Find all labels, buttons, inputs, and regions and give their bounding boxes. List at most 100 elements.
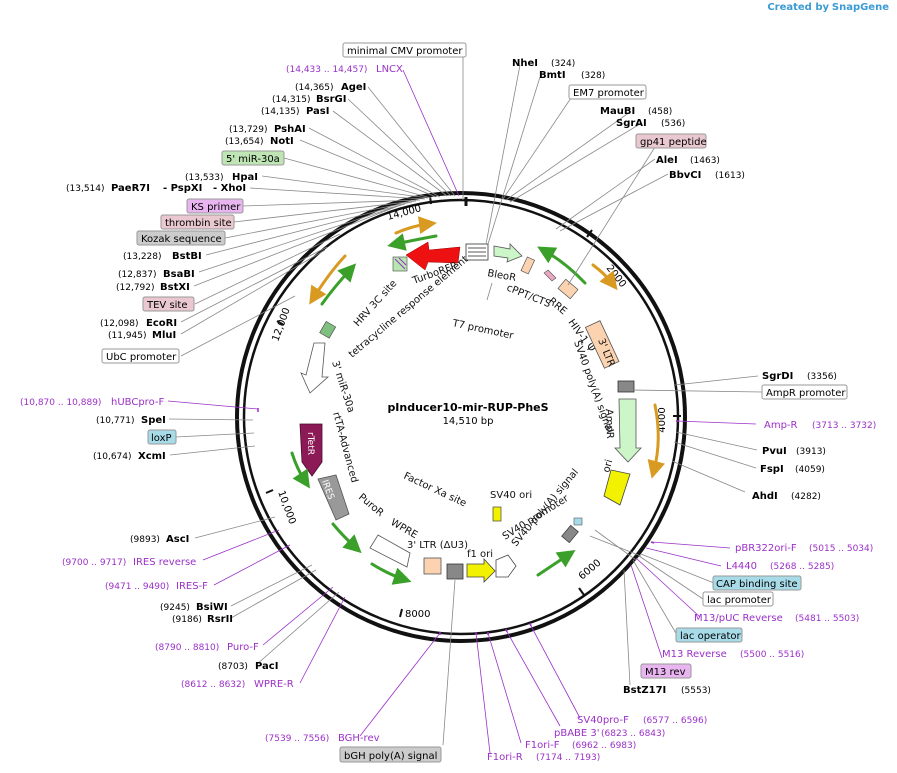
alei-pos: (1463) [690, 156, 720, 166]
f1ori-f-pos: (6962 .. 6983) [572, 741, 636, 751]
xhoi: - XhoI [213, 183, 246, 194]
bsrgi: BsrGI [316, 94, 346, 105]
rre-block [557, 278, 579, 300]
sgrdi: SgrDI [762, 371, 793, 382]
l4440: L4440 [726, 561, 757, 572]
pshai-pos: (13,729) [229, 125, 268, 135]
label-cppt: cPPT/CTS [505, 283, 552, 311]
asci-pos: (9893) [130, 535, 160, 545]
text-kozak: Kozak sequence [141, 234, 222, 245]
box-gp41 [635, 133, 707, 149]
ori-arrow [603, 469, 631, 506]
box-m13rev [640, 663, 692, 679]
text-ks-primer: KS primer [191, 202, 241, 213]
noti: NotI [270, 136, 294, 147]
pvui: PvuI [762, 446, 787, 457]
ruler-8000: 8000 [405, 609, 430, 620]
box-thrombin [160, 214, 235, 230]
text-lac-promoter: lac promoter [707, 595, 772, 606]
ires-f-pos: (9471 .. 9490) [105, 582, 169, 592]
bstxi: BstXI [160, 282, 190, 293]
turborfp-arrow [405, 241, 461, 271]
ires-arrow [317, 474, 350, 521]
lncx: LNCX [376, 64, 403, 75]
spei: SpeI [141, 415, 166, 426]
ruler-12000: 12,000 [270, 306, 292, 343]
text-cap: CAP binding site [716, 579, 798, 590]
box-tev [142, 296, 195, 312]
f1ori-f: F1ori-F [525, 740, 560, 751]
wpre-r-pos: (8612 .. 8632) [181, 680, 245, 690]
label-bleor: BleoR [486, 268, 516, 284]
rsrii: RsrII [207, 614, 233, 625]
credit-text: Created by [767, 2, 829, 13]
m13puc: M13/pUC Reverse [694, 613, 783, 624]
box-cap [712, 575, 802, 591]
sgrai-pos: (536) [661, 119, 685, 129]
pasi-pos: (14,135) [261, 107, 300, 117]
ruler-10000: 10,000 [275, 489, 297, 526]
hpai-pos: (13,533) [185, 173, 224, 183]
label-wpre: WPRE [389, 517, 420, 541]
label-ltr3du3: 3' LTR (ΔU3) [407, 540, 468, 551]
box-loxp [147, 429, 177, 445]
bbvci: BbvCI [669, 170, 701, 181]
ruler-ticks [265, 195, 681, 618]
mlui: MluI [152, 330, 176, 341]
box-ubc [101, 348, 180, 364]
ampr-arrow [614, 398, 642, 463]
primer-arrows [290, 216, 666, 585]
mir30a-small [319, 321, 337, 339]
box-bgh [339, 746, 442, 763]
bmti-pos: (328) [581, 71, 605, 81]
text-gp41: gp41 peptide [640, 137, 707, 148]
f1ori-arrow [495, 554, 517, 578]
text-tev: TEV site [146, 300, 188, 311]
box-lac-operator [675, 627, 743, 643]
snapgene-credit: Created by SnapGene [767, 2, 889, 13]
pbabe3-pos: (6823 .. 6843) [601, 729, 665, 739]
ruler-6000: 6000 [577, 558, 604, 583]
label-ampr: AmpR [603, 409, 615, 439]
ruler-4000: 4000 [657, 407, 668, 432]
label-ori: ori [601, 458, 615, 473]
mlui-pos: (11,945) [108, 331, 147, 341]
boxed-labels: minimal CMV promoter 5' miR-30a KS prime… [101, 42, 848, 763]
right-labels: NheI (324) BmtI (328) MauBI (458) SgrAI … [487, 58, 876, 763]
bstbi: BstBI [172, 251, 202, 262]
m13rev: M13 Reverse [662, 649, 727, 660]
leader-lines [167, 56, 763, 754]
plasmid-name: pInducer10-mir-RUP-PheS [387, 401, 548, 414]
maubi-pos: (458) [648, 107, 672, 117]
rsrii-pos: (9186) [172, 615, 202, 625]
text-loxp: loxP [151, 433, 172, 444]
ahdi-pos: (4282) [791, 492, 821, 502]
box-ampr-promoter [761, 384, 848, 400]
bsabi-pos: (12,837) [118, 270, 157, 280]
sgrai: SgrAI [616, 118, 647, 129]
text-lac-operator: lac operator [680, 631, 741, 642]
mir30a-arrow [300, 342, 330, 394]
hubcpro: hUBCpro-F [111, 397, 164, 408]
text-m13rev-box: M13 rev [645, 667, 686, 678]
bleor-arrow [493, 243, 523, 263]
f1ori-r-pos: (7174 .. 7193) [536, 753, 600, 763]
paer7i-pos: (13,514) [66, 184, 105, 194]
nhei: NheI [512, 58, 538, 69]
ahdi: AhdI [752, 491, 778, 502]
alei: AleI [656, 155, 678, 166]
label-t7: T7 promoter [450, 318, 515, 342]
box-ks-primer [186, 198, 244, 214]
label-puror: PuroR [356, 492, 385, 519]
amp-r-pos: (3713 .. 3732) [812, 421, 876, 431]
label-factor-xa: Factor Xa site [402, 471, 468, 510]
label-rtetr: rTetR [305, 432, 315, 455]
cppt-block [520, 256, 536, 275]
xcmi-pos: (10,674) [93, 452, 132, 462]
sv40-polya-block [617, 380, 635, 393]
label-rre: RRE [546, 296, 569, 317]
sv40pro-f: SV40pro-F [577, 715, 629, 726]
pbabe3: pBABE 3' [554, 728, 600, 739]
pasi: PasI [306, 106, 329, 117]
fspi: FspI [760, 464, 784, 475]
